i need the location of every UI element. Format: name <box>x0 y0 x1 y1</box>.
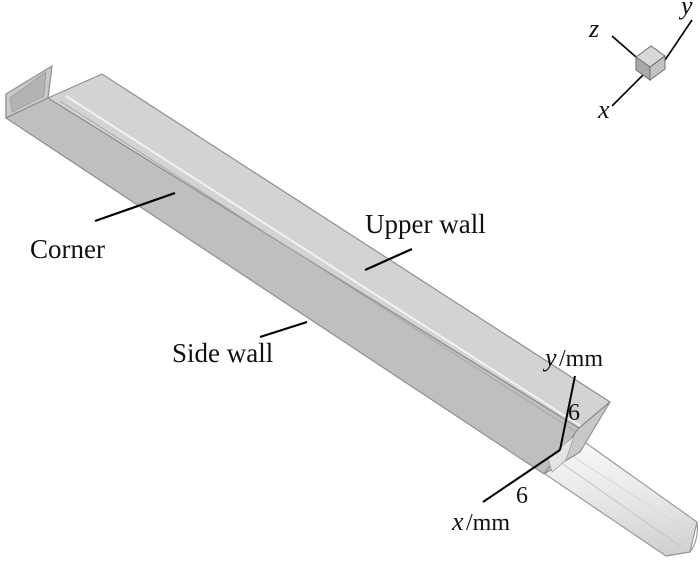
outlet-dimension-axes <box>482 375 576 503</box>
inlet-end-cap <box>5 64 53 119</box>
y-dimension-value: 6 <box>568 400 580 426</box>
triad-cube <box>635 45 666 81</box>
corner-label: Corner <box>30 234 105 264</box>
upper-wall-label: Upper wall <box>365 209 486 239</box>
side-wall-label: Side wall <box>172 338 273 368</box>
x-dimension-value: 6 <box>516 483 528 509</box>
y-axis-unit: /mm <box>559 346 603 372</box>
corner-leader-line <box>94 191 176 223</box>
x-axis-variable: x <box>451 507 464 536</box>
upper-wall-leader-line <box>364 247 413 272</box>
corner-edge <box>59 95 591 438</box>
side-wall-leader-line <box>259 320 308 339</box>
triad-x-label: x <box>597 95 610 124</box>
triad-z-label: z <box>588 14 599 43</box>
y-axis-variable: y <box>542 343 557 372</box>
outlet-cross-section <box>543 401 611 475</box>
side-wall-face <box>4 97 580 475</box>
triad-y-label: y <box>678 0 693 20</box>
x-axis-unit: /mm <box>466 510 510 536</box>
upper-wall-face <box>46 73 612 429</box>
orientation-triad <box>611 19 693 107</box>
